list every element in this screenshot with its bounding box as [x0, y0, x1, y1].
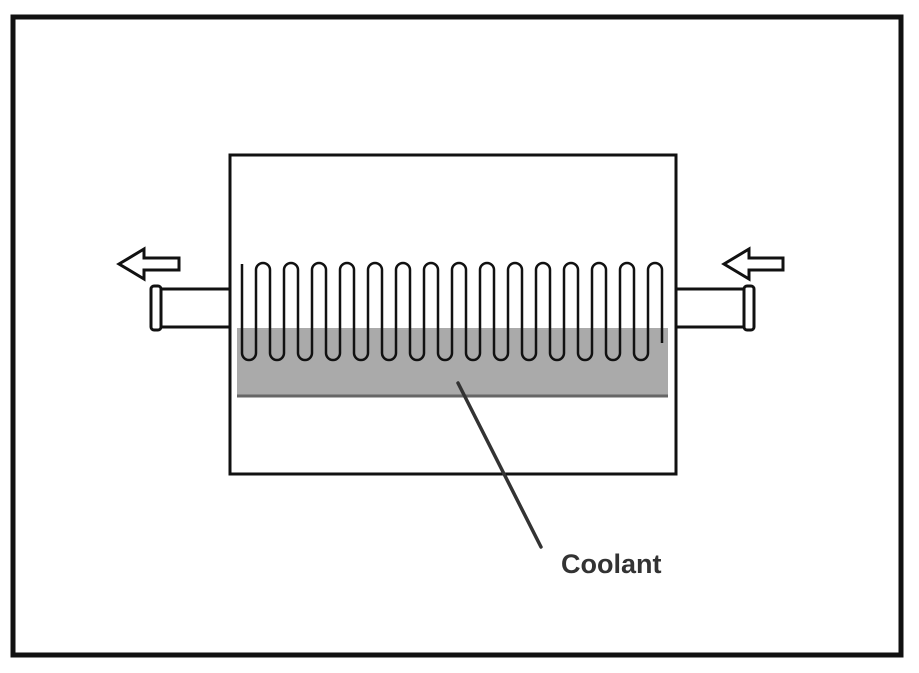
coolant-leader-line — [456, 381, 543, 549]
inlet-pipe — [673, 284, 756, 332]
tank-container — [228, 153, 678, 476]
inlet-arrow-icon — [721, 246, 785, 282]
coolant-label: Coolant — [561, 549, 662, 579]
serpentine-coil — [240, 261, 664, 362]
outlet-pipe — [149, 284, 234, 332]
outlet-arrow-icon — [116, 246, 181, 282]
outer-frame — [10, 14, 904, 658]
